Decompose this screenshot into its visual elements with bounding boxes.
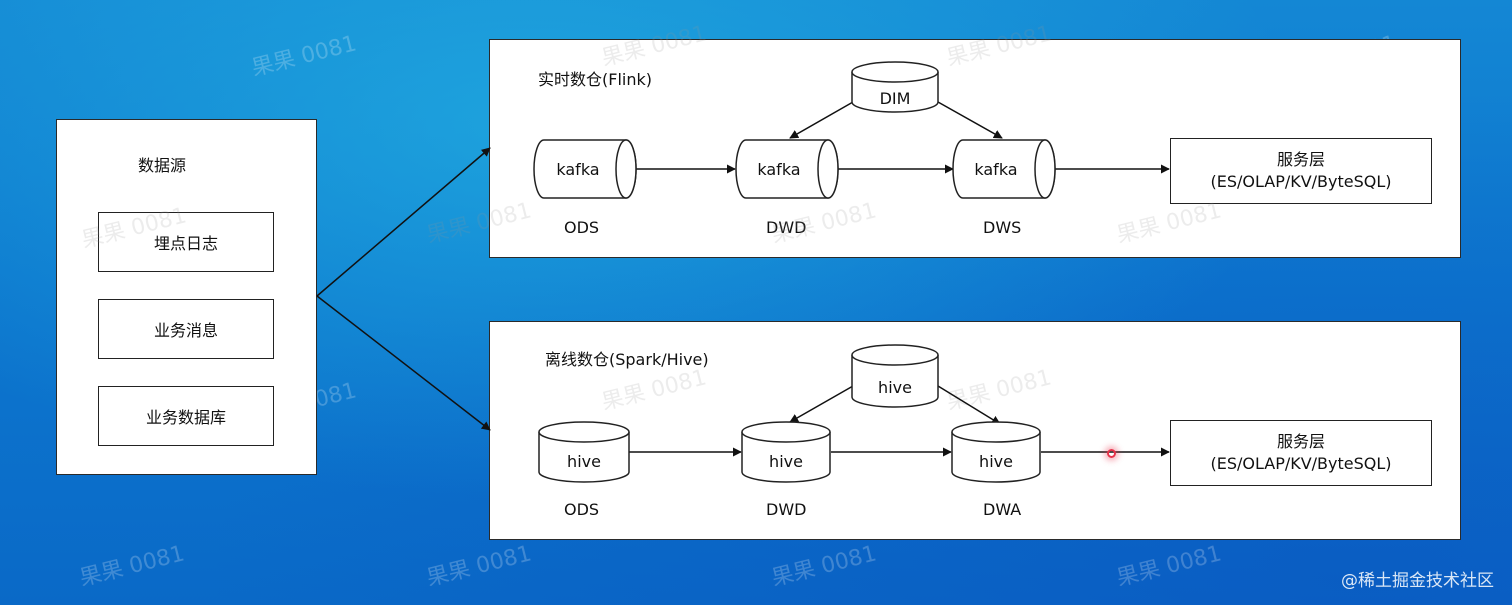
realtime-kafka-label-dwd: kafka [757,160,800,179]
offline-hive-label-ods: hive [567,452,601,471]
offline-hive-dim-label: hive [878,378,912,397]
offline-flow-hive-to-dwd [789,385,854,423]
source-credit: @稀土掘金技术社区 [1341,571,1494,591]
realtime-layer-ods: ODS [564,218,600,237]
offline-hive-cylinder-ods: hive [538,421,630,483]
realtime-kafka-cylinder-dws: kafka [952,139,1056,199]
service-layer-label: 服务层 [1276,150,1325,169]
source-item-business-message: 业务消息 [98,299,274,359]
offline-service-layer-box: 服务层 (ES/OLAP/KV/ByteSQL) [1170,420,1432,486]
offline-hive-dim-cylinder: hive [851,344,939,408]
realtime-warehouse-title: 实时数仓(Flink) [538,70,652,89]
realtime-flow-dim-to-dwd [789,101,854,139]
offline-hive-cylinder-dwa: hive [951,421,1041,483]
service-layer-detail: (ES/OLAP/KV/ByteSQL) [1210,172,1392,191]
realtime-kafka-label-ods: kafka [556,160,599,179]
realtime-kafka-cylinder-ods: kafka [533,139,637,199]
source-item-tracking-log: 埋点日志 [98,212,274,272]
realtime-dim-cylinder: DIM [851,61,939,113]
offline-hive-label-dwd: hive [769,452,803,471]
flow-arrow-to-offline [316,295,491,431]
offline-layer-dwd: DWD [766,500,807,519]
offline-warehouse-title: 离线数仓(Spark/Hive) [545,350,709,369]
offline-flow-hive-to-dwa [937,385,1001,425]
service-layer-detail: (ES/OLAP/KV/ByteSQL) [1210,454,1392,473]
pointer-indicator [1107,449,1116,458]
offline-hive-cylinder-dwd: hive [741,421,831,483]
offline-layer-dwa: DWA [983,500,1022,519]
offline-layer-ods: ODS [564,500,600,519]
realtime-layer-dws: DWS [983,218,1022,237]
realtime-kafka-cylinder-dwd: kafka [735,139,839,199]
realtime-layer-dwd: DWD [766,218,807,237]
data-source-title: 数据源 [138,156,187,175]
realtime-service-layer-box: 服务层 (ES/OLAP/KV/ByteSQL) [1170,138,1432,204]
flow-arrow-to-realtime [316,147,491,297]
source-item-business-database: 业务数据库 [98,386,274,446]
offline-hive-label-dwa: hive [979,452,1013,471]
realtime-dim-label: DIM [880,89,911,108]
realtime-kafka-label-dws: kafka [974,160,1017,179]
service-layer-label: 服务层 [1276,432,1325,451]
realtime-flow-dim-to-dws [937,101,1003,139]
